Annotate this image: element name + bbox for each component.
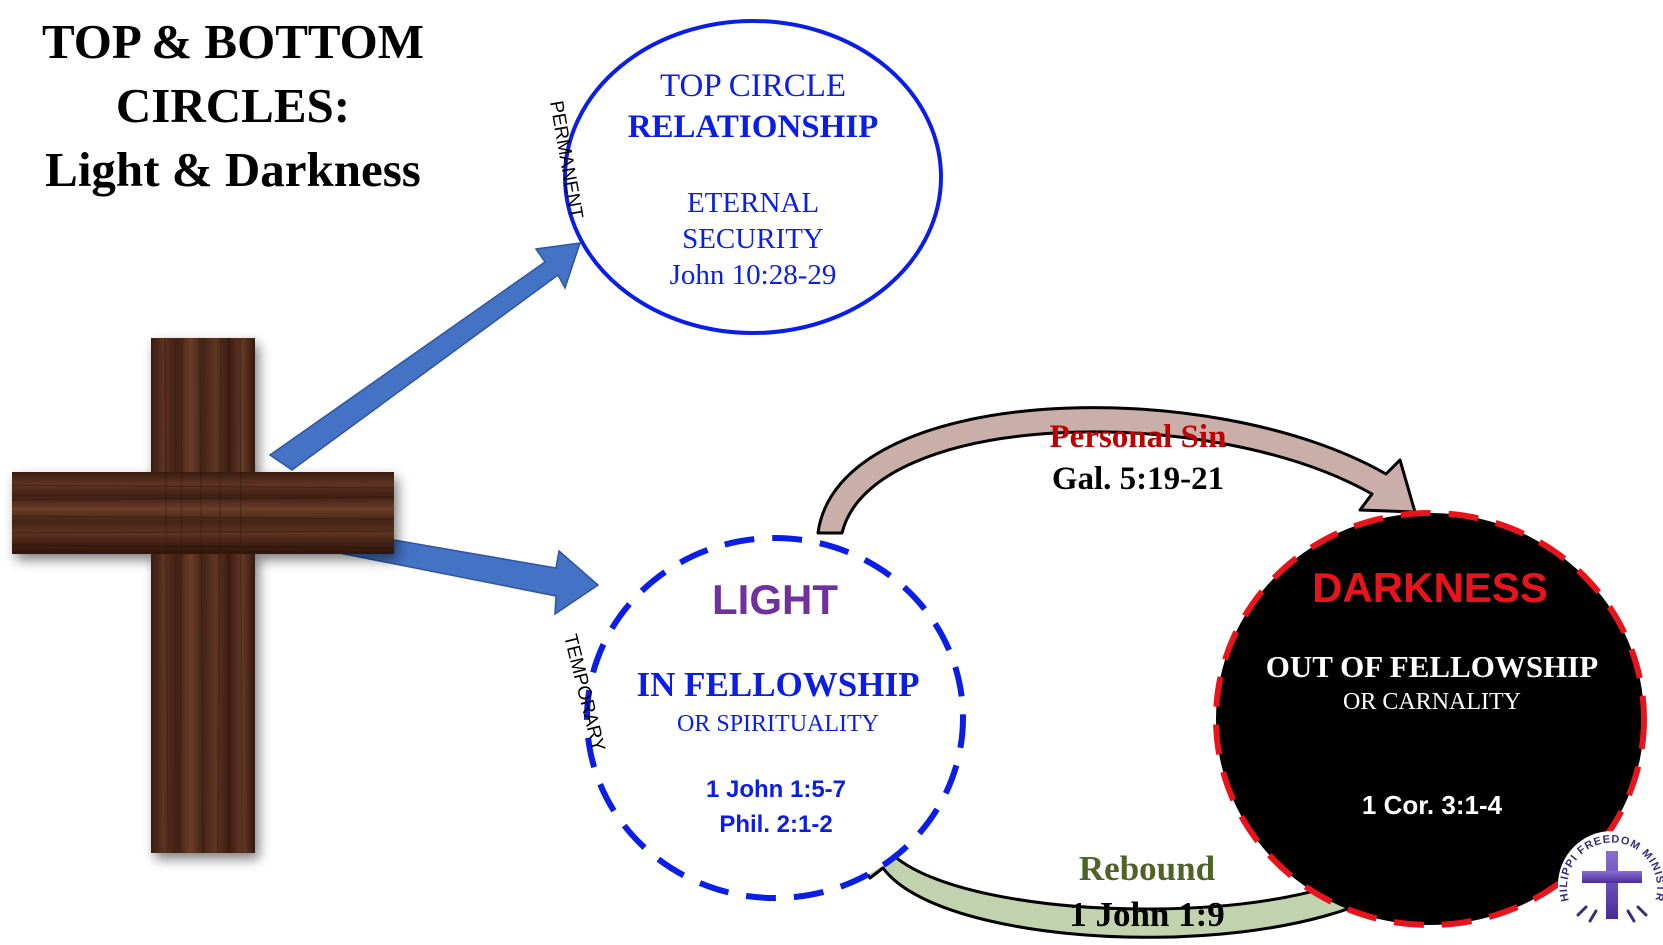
- ministry-logo: PHILIPPI FREEDOM MINISTRY: [1558, 831, 1663, 939]
- light-heading: LIGHT: [712, 576, 838, 623]
- darkness-substatus: OR CARNALITY: [1343, 689, 1521, 715]
- light-ref-1: 1 John 1:5-7: [706, 776, 846, 803]
- darkness-circle: [1213, 510, 1647, 928]
- darkness-status: OUT OF FELLOWSHIP: [1266, 649, 1599, 684]
- darkness-reference: 1 Cor. 3:1-4: [1362, 790, 1503, 820]
- slide-title: TOP & BOTTOM CIRCLES: Light & Darkness: [0, 10, 466, 202]
- top-circle-heading-1: TOP CIRCLE: [660, 68, 846, 104]
- light-substatus: OR SPIRITUALITY: [677, 711, 879, 737]
- title-line-1: TOP & BOTTOM: [41, 14, 425, 69]
- light-ref-2: Phil. 2:1-2: [719, 811, 832, 838]
- personal-sin-reference: Gal. 5:19-21: [1052, 461, 1224, 497]
- light-circle: [584, 535, 966, 901]
- darkness-heading: DARKNESS: [1312, 564, 1548, 611]
- light-status: IN FELLOWSHIP: [637, 665, 920, 704]
- personal-sin-label: Personal Sin: [1050, 419, 1227, 455]
- top-circle-reference: John 10:28-29: [670, 259, 837, 291]
- top-circle-heading-2: RELATIONSHIP: [628, 109, 879, 145]
- cross-image: [11, 337, 395, 854]
- top-circle-line-2: SECURITY: [682, 223, 824, 255]
- top-circle-line-1: ETERNAL: [687, 187, 819, 219]
- permanent-arrow: [268, 242, 582, 471]
- rebound-label: Rebound: [1079, 849, 1216, 888]
- title-line-3: Light & Darkness: [45, 142, 421, 197]
- rebound-reference: 1 John 1:9: [1069, 895, 1225, 934]
- title-line-2: CIRCLES:: [115, 78, 351, 133]
- top-circle: [563, 19, 943, 335]
